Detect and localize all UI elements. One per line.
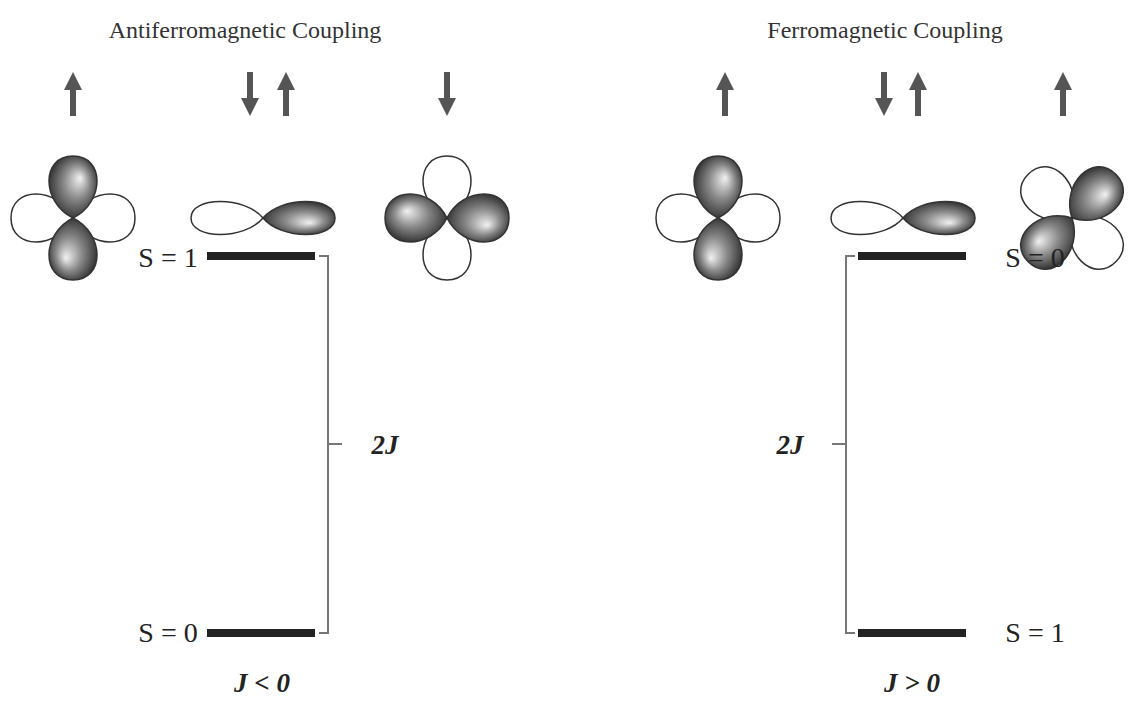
spin-state-label: S = 1 <box>138 242 197 274</box>
coupling-sign-label: J > 0 <box>884 668 940 699</box>
energy-gap-label: 2J <box>372 430 399 461</box>
panel-heading: Antiferromagnetic Coupling <box>109 17 382 44</box>
panel-heading: Ferromagnetic Coupling <box>767 17 1002 44</box>
spin-arrows <box>64 72 1072 116</box>
spin-state-label: S = 0 <box>138 617 197 649</box>
spin-state-label: S = 1 <box>1005 617 1064 649</box>
energy-levels <box>207 252 966 637</box>
coupling-sign-label: J < 0 <box>234 668 290 699</box>
energy-gap-label: 2J <box>777 430 804 461</box>
orbitals <box>11 130 1133 305</box>
spin-state-label: S = 0 <box>1005 242 1064 274</box>
gap-brackets <box>319 256 855 633</box>
